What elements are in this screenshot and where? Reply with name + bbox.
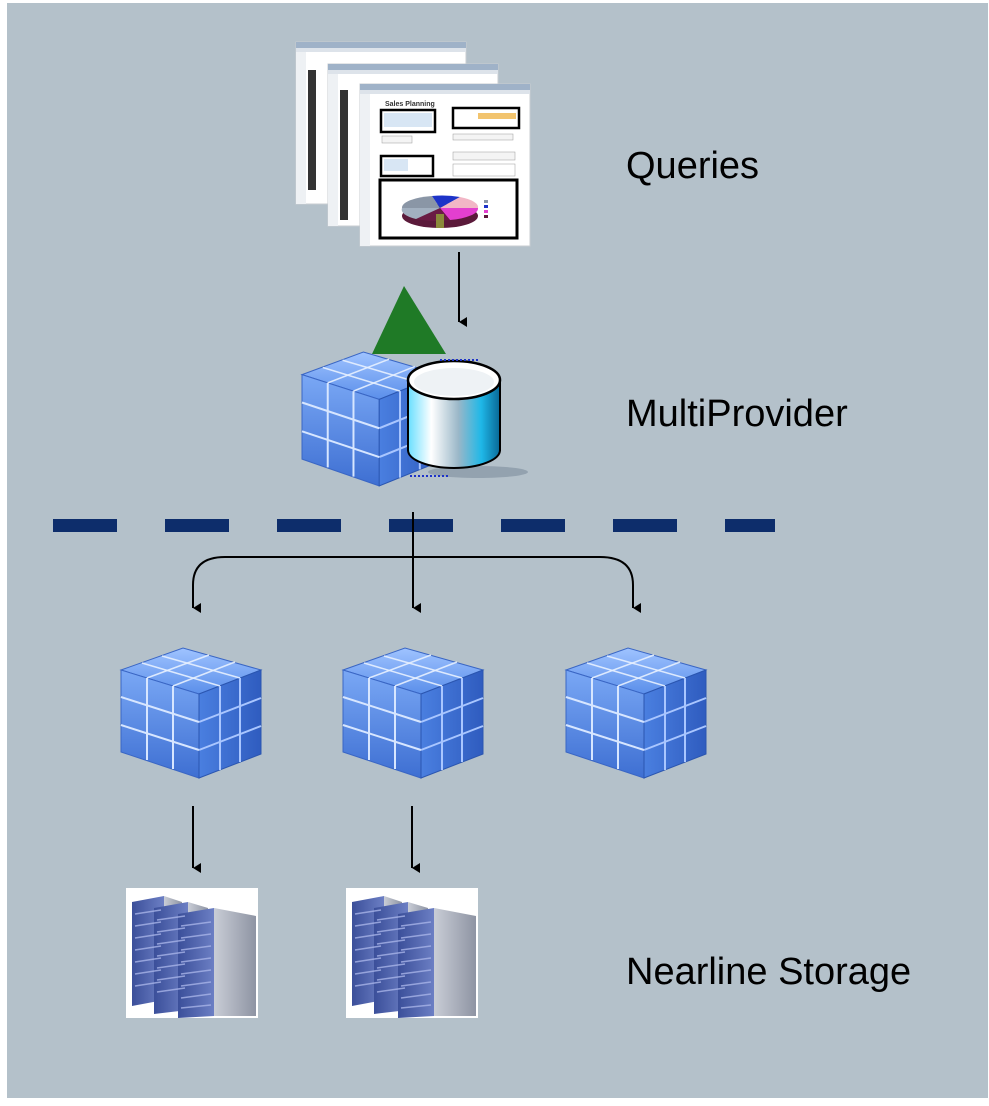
multiprovider-label: MultiProvider	[626, 393, 848, 435]
infocube-right	[565, 647, 707, 779]
dashed-separator	[53, 519, 775, 532]
queries-label: Queries	[626, 145, 760, 187]
report-title: Sales Planning	[385, 101, 435, 108]
multiprovider-icon	[300, 286, 528, 487]
cylinder-icon	[406, 359, 502, 469]
report-content: Sales Planning	[378, 101, 521, 240]
fanout-arrows	[192, 512, 641, 613]
sheet-margin-bar	[340, 90, 348, 220]
sheet-margin-bar	[308, 70, 316, 190]
server-rack-icon	[125, 887, 259, 1019]
server-rack-icon	[345, 887, 479, 1019]
nearline-storage-label: Nearline Storage	[626, 951, 912, 993]
infocube-left	[120, 647, 262, 779]
queries-icon: Sales Planning	[295, 41, 531, 247]
triangle-icon	[372, 286, 446, 354]
infocube-center	[342, 647, 484, 779]
arrow-branch	[192, 556, 634, 608]
